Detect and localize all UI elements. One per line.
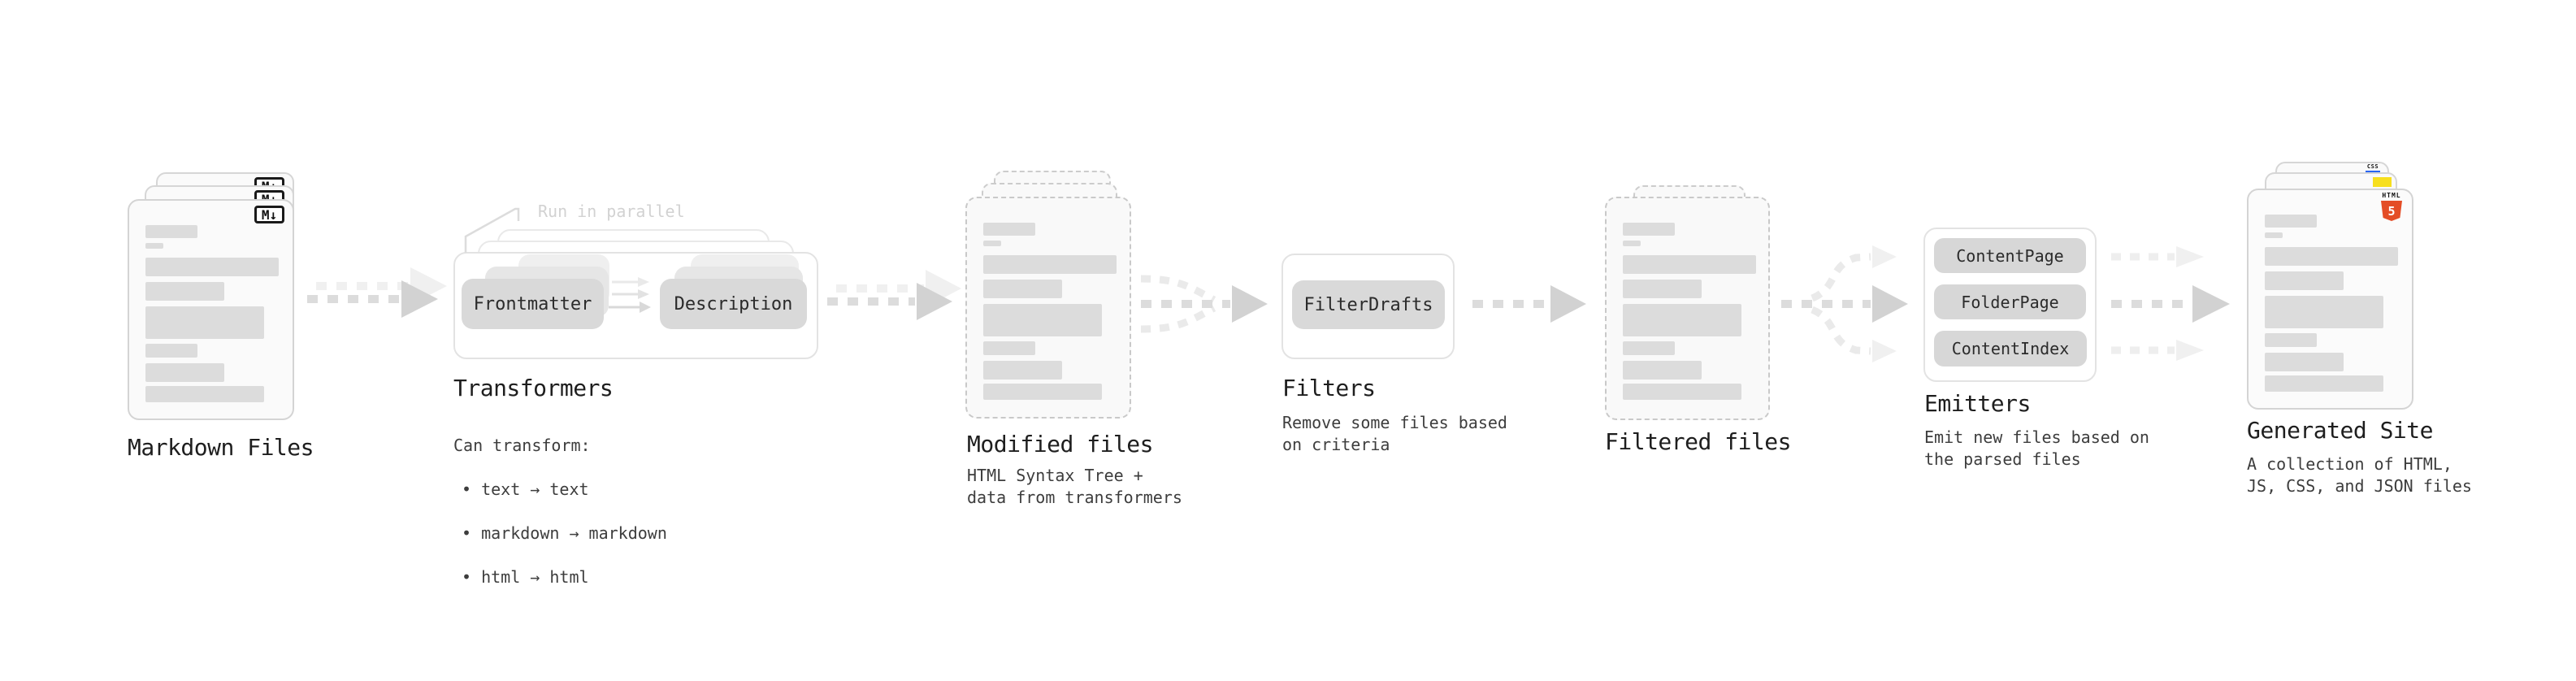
skeleton-bar <box>1623 341 1675 355</box>
transform-bullet: • html → html <box>462 567 589 587</box>
description-box: Description <box>660 279 807 329</box>
html-file-front <box>2247 189 2413 410</box>
transform-bullet: • markdown → markdown <box>462 523 667 543</box>
css-icon-label: CSS <box>2366 163 2379 170</box>
skeleton-bar <box>1623 304 1741 336</box>
skeleton-bar <box>145 258 279 276</box>
run-in-parallel-label: Run in parallel <box>538 202 685 221</box>
can-transform-label: Can transform: <box>453 436 591 455</box>
stage-title-filtered-files: Filtered files <box>1605 428 1792 455</box>
skeleton-bar <box>145 243 163 249</box>
filtered-file-front <box>1605 197 1770 420</box>
stage-title-generated-site: Generated Site <box>2247 417 2434 444</box>
skeleton-bar <box>983 341 1035 355</box>
stage-title-emitters: Emitters <box>1924 390 2031 417</box>
skeleton-bar <box>983 241 1001 246</box>
transform-bullet: • text → text <box>462 479 589 499</box>
arrow-transformers-to-modified <box>827 270 961 320</box>
stage-title-filters: Filters <box>1282 375 1376 401</box>
skeleton-bar <box>983 384 1102 400</box>
skeleton-bar <box>145 363 224 382</box>
markdown-icon: M↓ <box>254 206 284 223</box>
html5-icon-label: HTML <box>2382 192 2401 199</box>
modified-file-front <box>965 197 1131 419</box>
markdown-file-front <box>128 199 294 420</box>
frontmatter-box: Frontmatter <box>462 279 604 329</box>
skeleton-bar <box>2265 353 2344 371</box>
arrow-markdown-to-transformers <box>307 267 447 318</box>
skeleton-bar <box>983 304 1102 336</box>
skeleton-bar <box>2265 375 2383 392</box>
modified-files-description: HTML Syntax Tree + data from transformer… <box>967 466 1182 507</box>
skeleton-bar <box>983 223 1035 236</box>
html5-number: 5 <box>2387 203 2396 219</box>
html5-shield: 5 <box>2381 201 2402 221</box>
stage-title-transformers: Transformers <box>453 375 614 401</box>
skeleton-bar <box>2265 215 2317 228</box>
arrow-filters-to-filtered <box>1472 285 1586 323</box>
stage-title-markdown-files: Markdown Files <box>128 434 314 461</box>
generated-site-description: A collection of HTML, JS, CSS, and JSON … <box>2247 454 2472 496</box>
skeleton-bar <box>145 344 197 358</box>
skeleton-bar <box>2265 333 2317 347</box>
arrow-modified-to-filters <box>1140 275 1268 333</box>
skeleton-bar <box>1623 223 1675 236</box>
skeleton-bar <box>2265 247 2398 266</box>
arrow-filtered-to-emitters <box>1781 245 1908 362</box>
skeleton-bar <box>145 386 264 402</box>
css-icon: CSS <box>2364 164 2382 173</box>
skeleton-bar <box>1623 384 1741 400</box>
transformers-description: Can transform: • text → text • markdown … <box>453 413 667 610</box>
skeleton-bar <box>145 306 264 339</box>
skeleton-bar <box>1623 241 1641 246</box>
skeleton-bar <box>145 282 224 301</box>
filters-description: Remove some files based on criteria <box>1282 413 1507 454</box>
css-icon-underline <box>2366 171 2380 173</box>
skeleton-bar <box>145 225 197 238</box>
skeleton-bar <box>983 361 1062 380</box>
skeleton-bar <box>983 280 1062 298</box>
filter-drafts-box: FilterDrafts <box>1292 280 1445 329</box>
skeleton-bar <box>1623 361 1702 380</box>
content-page-box: ContentPage <box>1934 238 2086 273</box>
skeleton-bar <box>2265 232 2283 238</box>
arrow-emitters-to-generated <box>2111 246 2230 361</box>
folder-page-box: FolderPage <box>1934 284 2086 319</box>
js-icon <box>2373 177 2392 187</box>
emitters-description: Emit new files based on the parsed files <box>1924 427 2149 469</box>
skeleton-bar <box>2265 271 2344 290</box>
content-index-box: ContentIndex <box>1934 331 2087 367</box>
html5-icon: HTML 5 <box>2380 193 2403 221</box>
stage-title-modified-files: Modified files <box>967 431 1154 458</box>
skeleton-bar <box>1623 255 1756 274</box>
skeleton-bar <box>1623 280 1702 298</box>
skeleton-bar <box>983 255 1117 274</box>
skeleton-bar <box>2265 296 2383 328</box>
